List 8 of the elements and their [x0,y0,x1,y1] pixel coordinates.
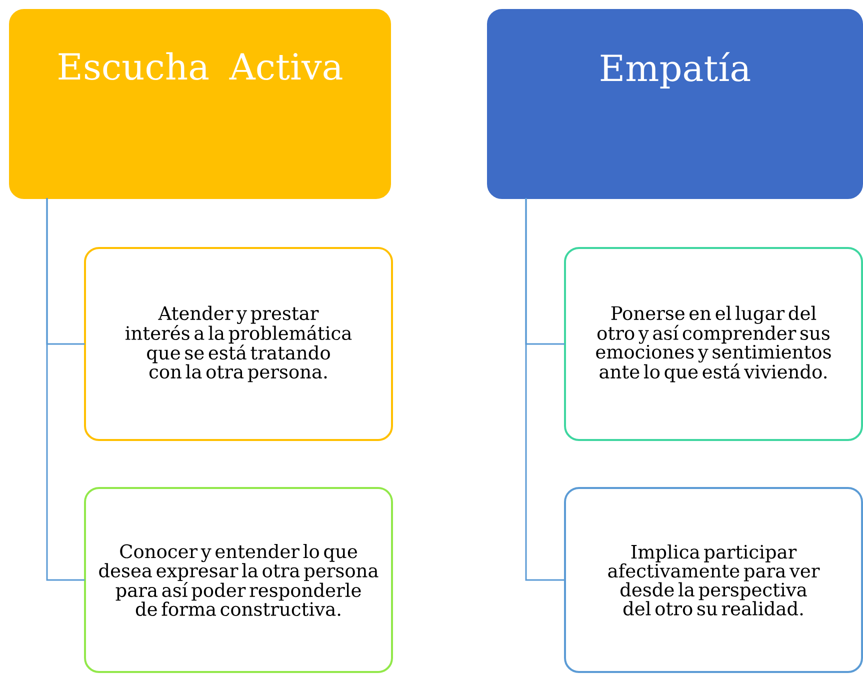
text-box: Conocer y entender lo que desea expresar la otra persona para así poder responderle de forma constructiva. [84,486,393,673]
connector-line [46,198,85,581]
text-box: Atender y prestar interés a la problemática que se está tratando con la otra persona. [84,247,393,441]
header-box: Empatía [487,9,863,199]
connector-line [525,198,565,581]
header-box: Escucha Activa [9,9,391,199]
text-box: Ponerse en el lugar del otro y así comprender sus emociones y sentimientos ante lo que está viviendo. [564,247,863,441]
text-box: Implica participar afectivamente para ver desde la perspectiva del otro su realidad. [564,486,863,673]
